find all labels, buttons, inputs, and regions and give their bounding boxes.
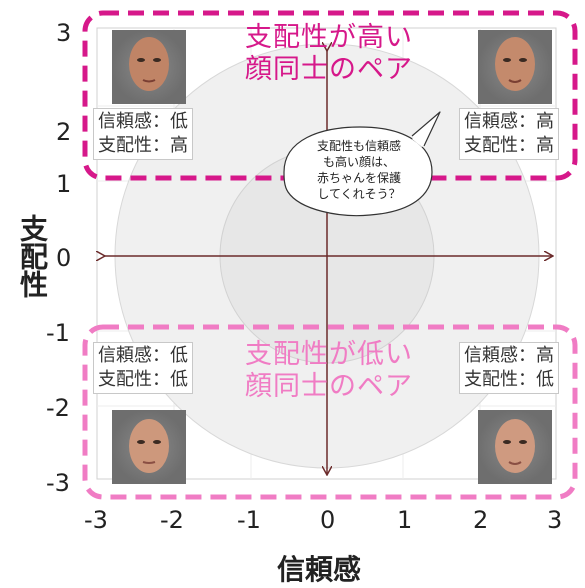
high-dominance-title: 支配性が高い 顔同士のペア — [199, 22, 459, 86]
face-image-top-left — [112, 30, 186, 104]
trust-label: 信頼感：高 — [464, 345, 554, 366]
face-image-bottom-left — [112, 410, 186, 484]
high-title-line2: 顔同士のペア — [245, 54, 413, 85]
x-tick-label: -3 — [84, 506, 108, 534]
y-tick-label: 3 — [56, 19, 72, 47]
low-title-line2: 顔同士のペア — [245, 371, 413, 402]
x-tick-label: 1 — [397, 506, 413, 534]
x-tick-label: -2 — [160, 506, 184, 534]
bubble-line4: してくれそう？ — [317, 187, 401, 201]
y-tick-label: -3 — [46, 469, 70, 497]
trust-label: 信頼感：低 — [98, 111, 188, 132]
bubble-line1: 支配性も信頼感 — [316, 139, 401, 153]
label-top-left: 信頼感：低 支配性：高 — [93, 108, 193, 160]
x-tick-label: -1 — [237, 506, 261, 534]
x-axis-title: 信頼感 — [276, 553, 361, 586]
trust-label: 信頼感：高 — [464, 111, 554, 132]
label-bottom-right: 信頼感：高 支配性：低 — [459, 342, 559, 394]
speech-bubble-text: 支配性も信頼感 も高い顔は、 赤ちゃんを保護 してくれそう？ — [290, 138, 428, 202]
y-tick-label: -1 — [46, 319, 70, 347]
y-tick-label: 1 — [56, 170, 72, 198]
y-tick-label: 2 — [56, 118, 72, 146]
bubble-line3: 赤ちゃんを保護 — [316, 171, 401, 185]
low-dominance-title: 支配性が低い 顔同士のペア — [199, 339, 459, 403]
y-tick-label: 0 — [56, 244, 72, 272]
face-image-bottom-right — [478, 410, 552, 484]
high-title-line1: 支配性が高い — [245, 22, 413, 53]
low-title-line1: 支配性が低い — [245, 339, 413, 370]
speech-bubble-tail — [411, 111, 441, 147]
speech-bubble — [283, 126, 433, 217]
trust-label: 信頼感：低 — [98, 345, 188, 366]
bubble-line2: も高い顔は、 — [322, 155, 395, 169]
label-bottom-left: 信頼感：低 支配性：低 — [93, 342, 193, 394]
x-tick-label: 0 — [320, 506, 336, 534]
x-tick-label: 2 — [473, 506, 489, 534]
y-axis-title: 支配性 — [16, 214, 49, 298]
y-tick-label: -2 — [46, 394, 70, 422]
face-image-top-right — [478, 30, 552, 104]
label-top-right: 信頼感：高 支配性：高 — [459, 108, 559, 160]
dominance-label: 支配性：高 — [464, 135, 554, 156]
x-tick-label: 3 — [547, 506, 563, 534]
high-dominance-group-box — [82, 10, 578, 181]
low-dominance-group-box — [82, 324, 578, 500]
dominance-label: 支配性：低 — [464, 369, 554, 390]
dominance-label: 支配性：高 — [98, 135, 188, 156]
dominance-label: 支配性：低 — [98, 369, 188, 390]
